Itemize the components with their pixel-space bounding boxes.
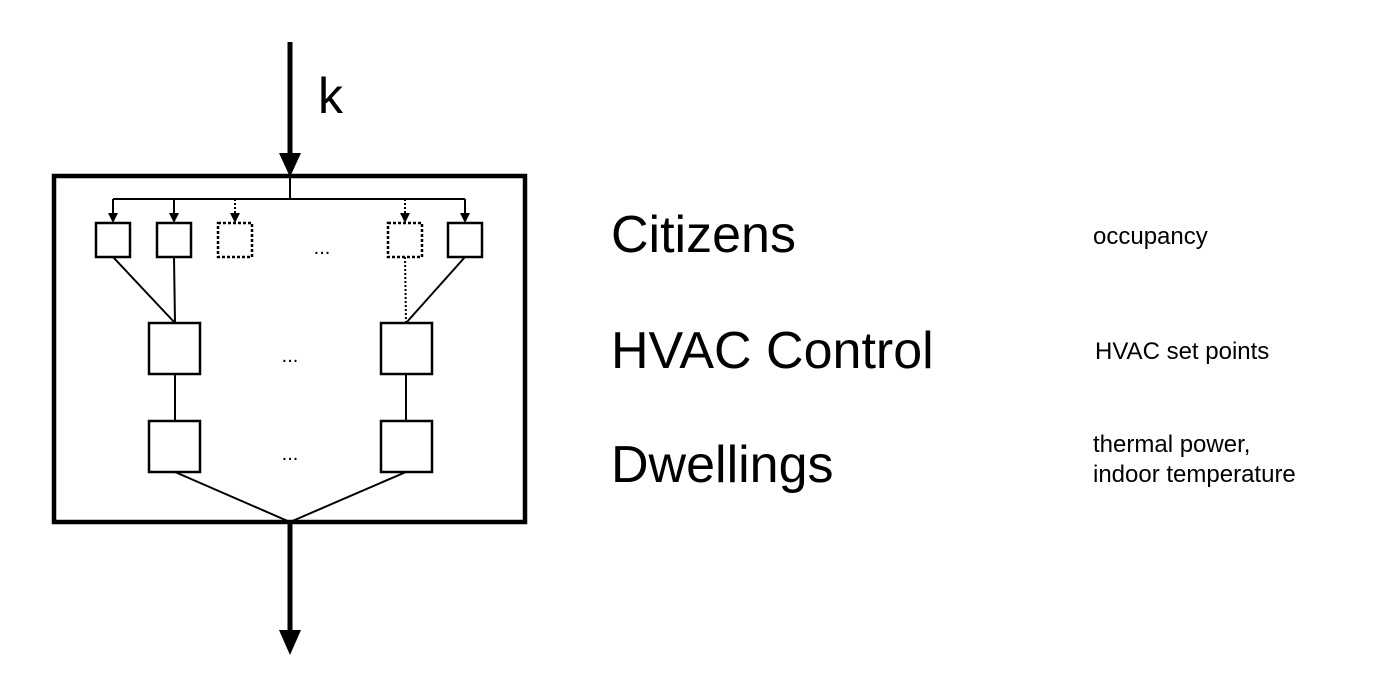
output-label-line: HVAC set points (1095, 338, 1270, 365)
dwellings-ellipsis: ... (282, 443, 299, 465)
dwelling-node (147, 419, 202, 474)
layer-label-dwellings: Dwellings (611, 436, 834, 494)
connector-line (405, 256, 466, 324)
distribution-bus (113, 176, 465, 200)
branch-arrow-dotted (230, 199, 240, 223)
branch-arrow (460, 199, 470, 223)
output-label-line: thermal power, (1093, 431, 1251, 458)
hvac-ellipsis: ... (282, 345, 299, 367)
output-label-hvac-control: HVAC set points (1095, 337, 1269, 367)
citizen-node (94, 221, 132, 259)
output-label-line: indoor temperature (1093, 461, 1296, 488)
citizens-ellipsis: ... (314, 237, 331, 259)
output-label-line: occupancy (1093, 223, 1208, 250)
input-arrow (279, 42, 301, 177)
connector-line (112, 256, 176, 324)
branch-arrow (108, 199, 118, 223)
input-label: k (318, 68, 344, 124)
output-arrow (279, 522, 301, 655)
connector-line-dotted (404, 256, 407, 324)
output-label-citizens: occupancy (1093, 222, 1208, 252)
connector-line (289, 471, 407, 523)
citizen-node-dotted (386, 221, 424, 259)
hvac-node (379, 321, 434, 376)
layer-label-citizens: Citizens (611, 206, 796, 264)
branch-arrow-dotted (400, 199, 410, 223)
connector-line (174, 471, 291, 523)
citizen-node-dotted (216, 221, 254, 259)
citizen-node (155, 221, 193, 259)
branch-arrow (169, 199, 179, 223)
hvac-node (147, 321, 202, 376)
output-label-dwellings: thermal power, indoor temperature (1093, 430, 1296, 490)
layer-label-hvac-control: HVAC Control (611, 322, 934, 380)
connector-line (173, 256, 176, 324)
citizen-node (446, 221, 484, 259)
dwelling-node (379, 419, 434, 474)
